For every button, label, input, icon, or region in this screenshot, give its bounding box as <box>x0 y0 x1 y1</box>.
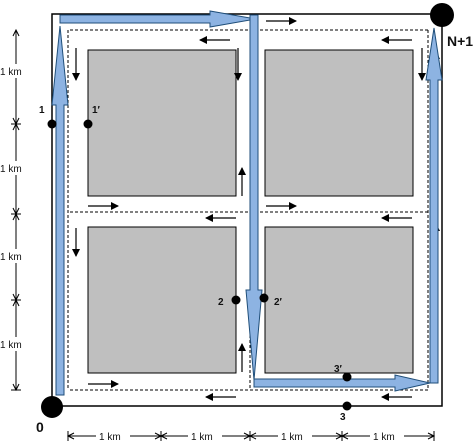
origin-node <box>41 396 63 418</box>
node-2-prime-label: 2′ <box>274 297 283 308</box>
node-3 <box>342 401 352 411</box>
scale-label-v2: 1 km <box>0 164 22 175</box>
node-2 <box>231 295 241 305</box>
scale-label-h2: 1 km <box>191 432 213 443</box>
block-bottom-right <box>264 226 414 374</box>
scale-label-h1: 1 km <box>99 432 121 443</box>
scale-label-h3: 1 km <box>281 432 303 443</box>
route-segment-left-up <box>51 25 69 396</box>
node-1 <box>47 119 57 129</box>
node-3-prime-label: 3′ <box>334 364 343 375</box>
scale-label-v3: 1 km <box>0 252 22 263</box>
scale-label-h4: 1 km <box>373 432 395 443</box>
vertical-scale-bar <box>11 28 21 392</box>
block-top-left <box>87 49 237 197</box>
block-top-right <box>264 49 414 197</box>
node-2-prime <box>259 293 269 303</box>
route-path <box>51 10 443 396</box>
destination-label: N+1 <box>447 33 473 49</box>
network-boundary <box>51 13 443 407</box>
node-2-label: 2 <box>218 297 224 308</box>
scale-label-v1: 1 km <box>0 67 22 78</box>
route-segment-top-right <box>59 10 257 28</box>
node-1-prime-label: 1′ <box>92 105 101 116</box>
node-1-label: 1 <box>39 105 45 116</box>
block-bottom-left <box>87 226 237 374</box>
destination-node <box>430 3 454 27</box>
node-3-label: 3 <box>340 412 346 423</box>
route-segment-middle-down <box>245 14 263 381</box>
route-segment-bottom-right <box>253 374 431 392</box>
scale-label-v4: 1 km <box>0 340 22 351</box>
node-1-prime <box>83 119 93 129</box>
origin-label: 0 <box>36 419 44 435</box>
node-3-prime <box>342 372 352 382</box>
route-segment-right-up <box>425 27 443 384</box>
